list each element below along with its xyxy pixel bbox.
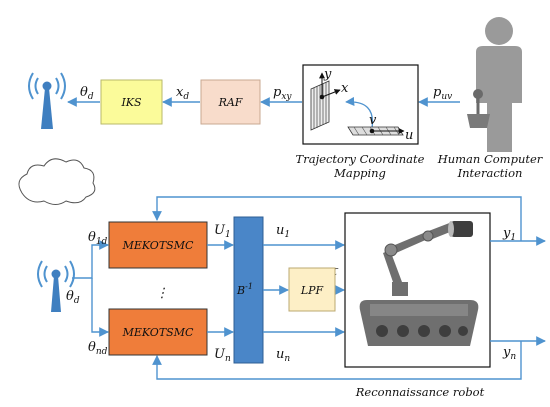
- person-with-joystick-icon: [467, 17, 522, 152]
- iks-block: [100, 79, 163, 125]
- axis-y-label: y: [323, 67, 332, 82]
- trajectory-caption-2: Mapping: [333, 166, 386, 180]
- u-1-label: u1: [276, 223, 290, 240]
- vertical-ellipsis: ⋮: [156, 286, 169, 301]
- iks-label: IKS: [120, 96, 142, 109]
- axis-u-label: u: [405, 128, 413, 143]
- x-d-label: xd: [176, 85, 189, 102]
- U-n-label: Un: [214, 347, 231, 364]
- U-1-label: U1: [214, 223, 231, 240]
- feedback-wire-bottom: [152, 341, 522, 380]
- axis-x-label: x: [341, 81, 349, 96]
- y-1-label: y1: [502, 226, 516, 243]
- raf-block: [200, 79, 261, 125]
- theta-nd-label: θnd: [88, 340, 108, 357]
- p-uv-label: puv: [433, 85, 452, 102]
- theta-d-label: θd: [66, 289, 80, 306]
- antenna-icon-top: [28, 72, 66, 129]
- trajectory-mapping-box: y x v u: [302, 64, 419, 145]
- robot-icon: [359, 221, 479, 346]
- b-inverse-label: B-1: [236, 282, 253, 297]
- cloud-icon: [18, 158, 96, 205]
- robot-caption: Reconnaissance robot: [355, 385, 485, 399]
- mapping-curve: [345, 96, 374, 129]
- mekotsmc-top-label: MEKOTSMC: [122, 239, 194, 252]
- lpf-block: [288, 267, 336, 312]
- mekotsmc-top-block: [108, 221, 208, 269]
- antenna-icon-bottom: [37, 260, 75, 312]
- hci-caption-2: Interaction: [457, 166, 523, 180]
- feedback-wire-top: [152, 196, 522, 241]
- p-xy-label: pxy: [273, 85, 292, 102]
- lpf-label: LPF: [300, 284, 324, 297]
- theta-d-top-label: θd: [80, 85, 94, 102]
- mekotsmc-bottom-block: [108, 308, 208, 356]
- hci-caption-1: Human Computer: [437, 152, 544, 166]
- wire-antenna-to-top: [72, 240, 109, 279]
- trajectory-caption-1: Trajectory Coordinate: [296, 152, 425, 166]
- b-inverse-block: [233, 216, 264, 364]
- wire-antenna-to-bottom: [91, 278, 109, 337]
- theta-1d-label: θ1d: [88, 230, 108, 247]
- axis-v-label: v: [369, 113, 377, 128]
- raf-label: RAF: [218, 96, 243, 109]
- u-n-label: un: [276, 347, 290, 364]
- y-n-label: yn: [502, 345, 516, 362]
- mekotsmc-bottom-label: MEKOTSMC: [122, 326, 194, 339]
- grid-panel-icon: [310, 80, 330, 131]
